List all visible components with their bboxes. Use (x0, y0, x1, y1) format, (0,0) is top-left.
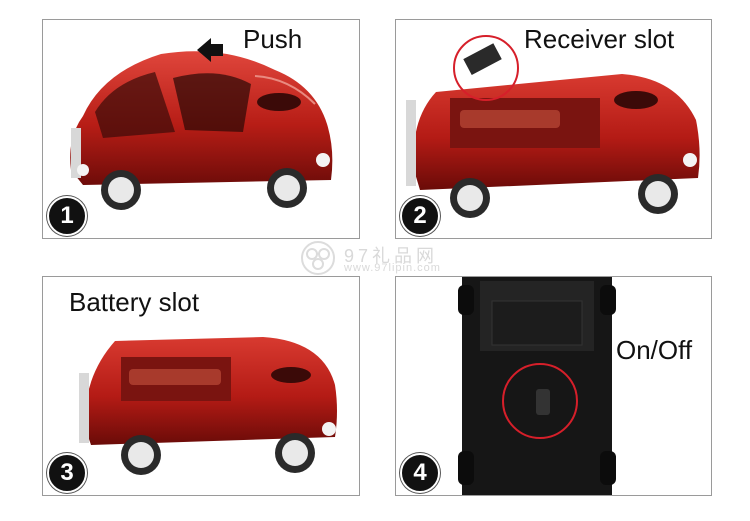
step-badge-1: 1 (47, 196, 87, 236)
caption-push: Push (243, 24, 303, 54)
power-switch (536, 389, 550, 415)
receiver-dongle (463, 43, 502, 76)
caption-battery-slot: Battery slot (69, 287, 200, 317)
step-badge-3: 3 (47, 453, 87, 493)
watermark-logo-icon (301, 241, 335, 275)
caption-receiver-slot: Receiver slot (524, 24, 675, 54)
highlight-ring (453, 35, 519, 101)
car-mouse-open-receiver-image (406, 35, 700, 218)
panel-step-1: Push 1 (42, 19, 360, 239)
watermark: 97礼品网 www.97lipin.com (298, 238, 478, 278)
highlight-ring (502, 363, 578, 439)
panel-step-2: Receiver slot 2 (395, 19, 712, 239)
watermark-url: www.97lipin.com (344, 262, 441, 274)
step-badge-4: 4 (400, 453, 440, 493)
car-mouse-side-image (70, 38, 333, 210)
panel-step-4: On/Off 4 (395, 276, 712, 496)
caption-on-off: On/Off (616, 335, 693, 365)
step-badge-2: 2 (400, 196, 440, 236)
panel-step-3: Battery slot 3 (42, 276, 360, 496)
car-mouse-bottom-image (458, 277, 616, 495)
car-mouse-battery-image (79, 337, 337, 475)
watermark-text: 97礼品网 (344, 246, 439, 266)
arrow-left-icon (197, 38, 223, 62)
